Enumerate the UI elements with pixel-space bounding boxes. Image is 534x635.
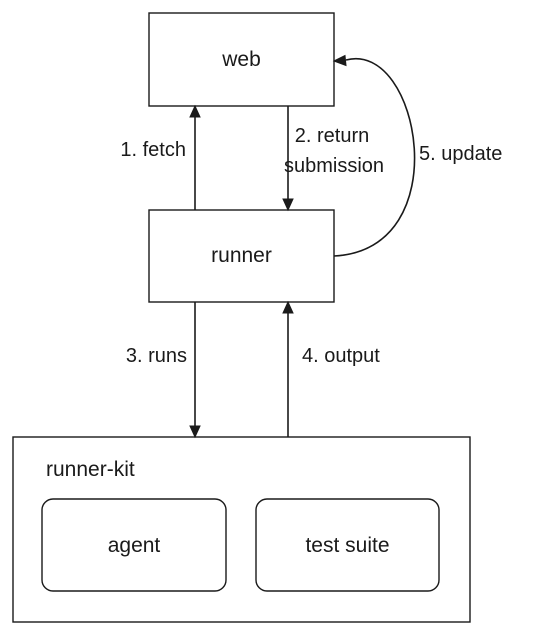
agent-label: agent bbox=[108, 534, 161, 557]
runs-arrowhead bbox=[189, 425, 201, 439]
return-submission-edge: 2. return submission bbox=[282, 106, 384, 212]
web-node: web bbox=[148, 12, 335, 107]
runs-label: 3. runs bbox=[126, 345, 187, 367]
return-label-line2: submission bbox=[284, 155, 384, 177]
update-edge: 5. update bbox=[332, 54, 502, 257]
runner-kit-label: runner-kit bbox=[46, 458, 135, 481]
fetch-edge: 1. fetch bbox=[120, 104, 201, 210]
output-arrowhead bbox=[282, 300, 294, 314]
web-label: web bbox=[221, 48, 261, 71]
update-arrowhead bbox=[332, 54, 347, 67]
return-label-line1: 2. return bbox=[295, 125, 369, 147]
output-edge: 4. output bbox=[282, 300, 380, 437]
fetch-arrowhead bbox=[189, 104, 201, 118]
runs-edge: 3. runs bbox=[126, 302, 201, 439]
agent-node: agent bbox=[41, 498, 227, 592]
fetch-label: 1. fetch bbox=[120, 139, 186, 161]
update-label: 5. update bbox=[419, 143, 502, 165]
runner-label: runner bbox=[211, 244, 272, 267]
return-submission-arrowhead bbox=[282, 198, 294, 212]
test-suite-node: test suite bbox=[255, 498, 440, 592]
output-label: 4. output bbox=[302, 345, 380, 367]
test-suite-label: test suite bbox=[305, 534, 389, 557]
runner-node: runner bbox=[148, 209, 335, 303]
